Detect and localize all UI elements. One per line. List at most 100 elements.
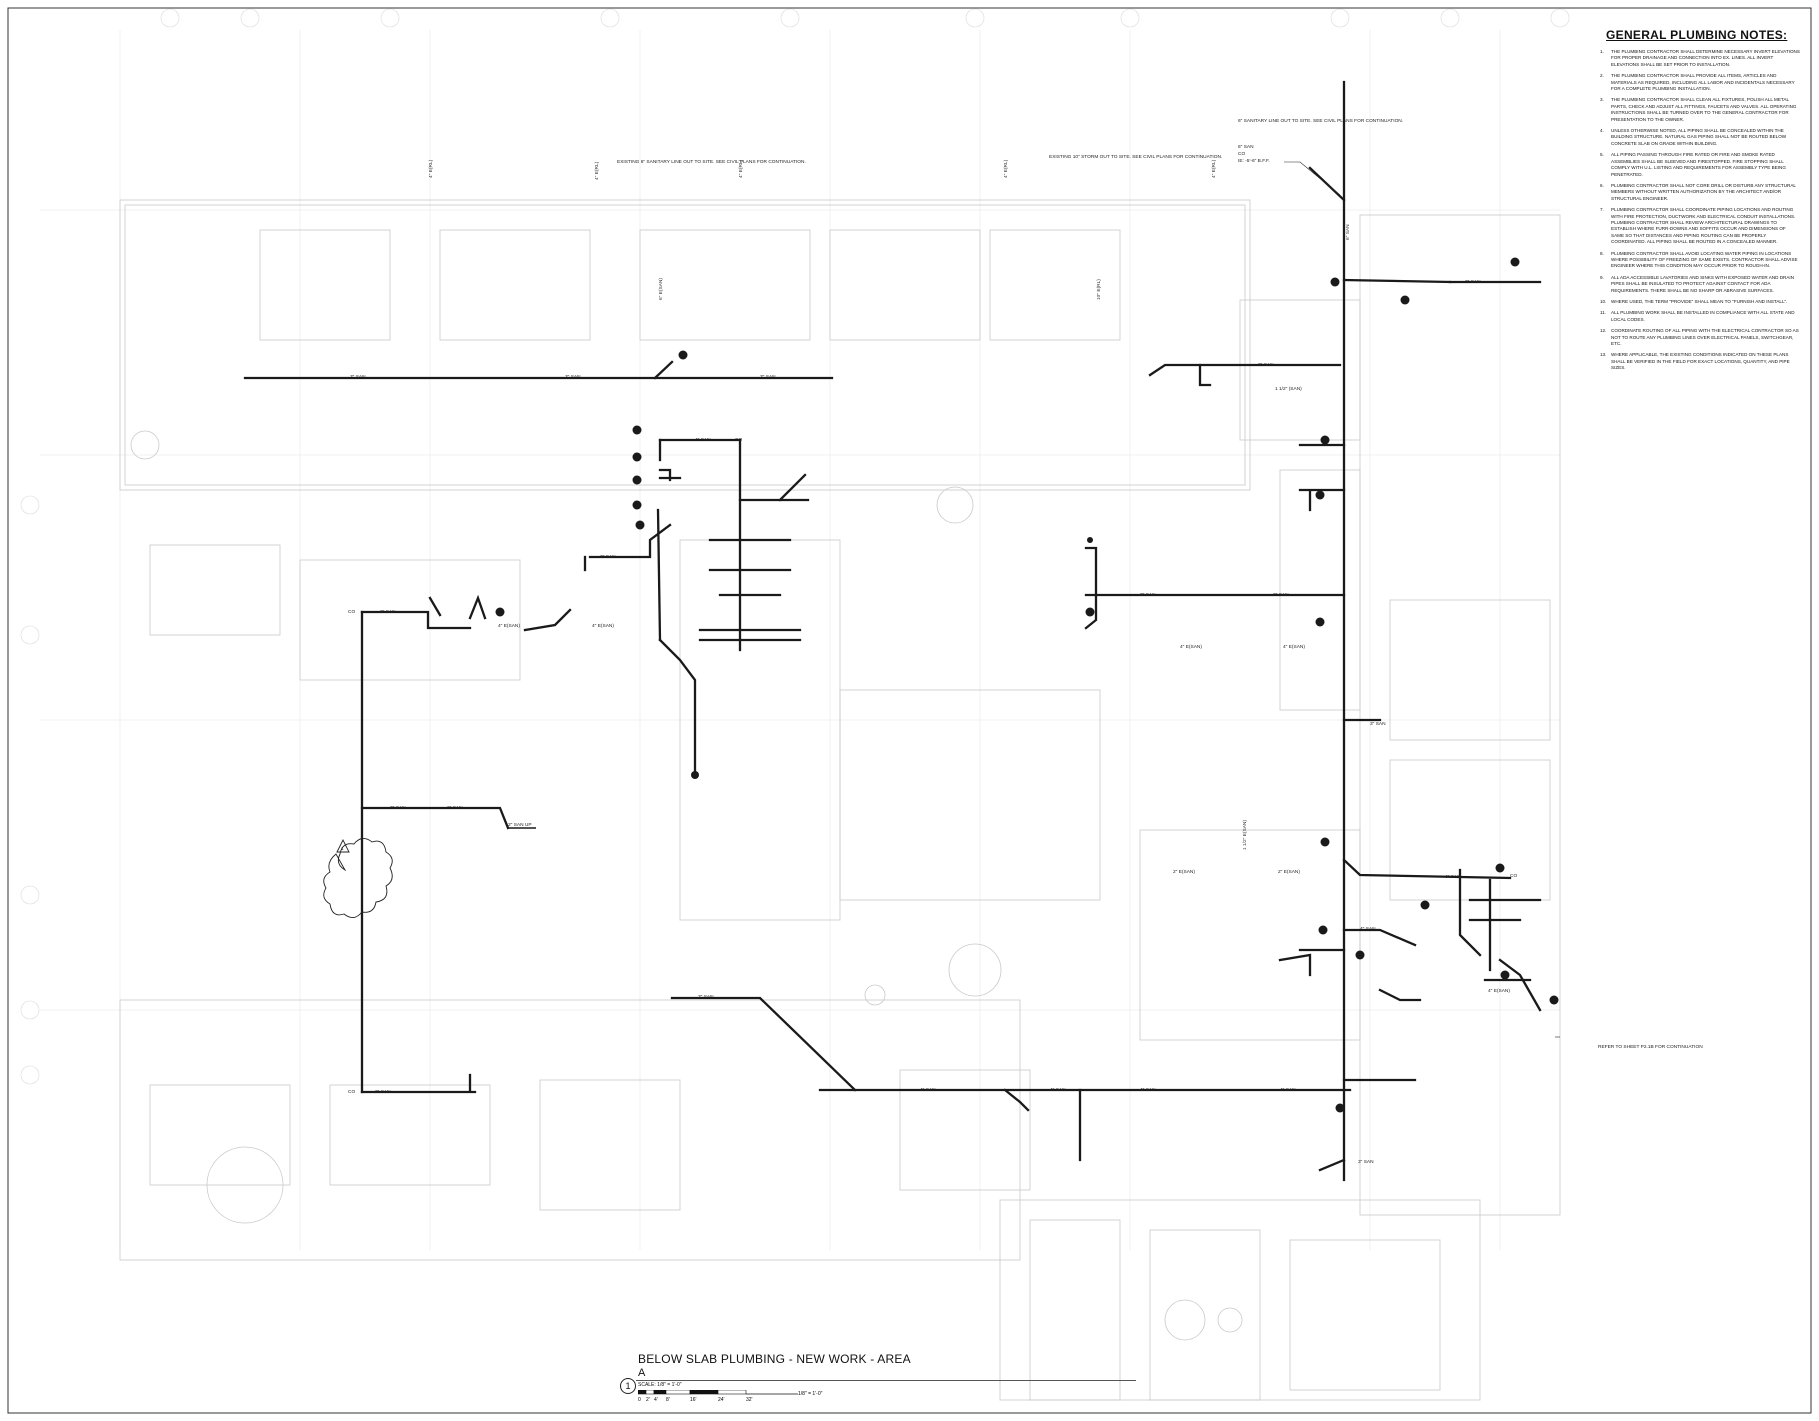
label-co-3: CO <box>348 1089 355 1095</box>
label-mid-san: 3" SAN <box>600 554 616 560</box>
revision-triangle: 1 <box>336 838 350 853</box>
label-e-san-left: 4" E(SAN) <box>498 623 520 629</box>
existing-storm-note: EXISTING 10" STORM OUT TO SITE. SEE CIVI… <box>1049 154 1222 160</box>
scale-bar-segment <box>645 1390 655 1395</box>
sanitary-piping <box>243 80 1542 1182</box>
label-e-rl-5: 4" E(RL) <box>1211 159 1217 178</box>
scale-bar-segment <box>689 1390 719 1395</box>
label-top-san-3: 3" SAN <box>760 374 776 380</box>
note-text: THE PLUMBING CONTRACTOR SHALL DETERMINE … <box>1611 49 1800 67</box>
label-bottom-san-3: 4" SAN <box>1140 1087 1156 1093</box>
note-item: 8.PLUMBING CONTRACTOR SHALL AVOID LOCATI… <box>1600 251 1800 270</box>
note-item: 4.UNLESS OTHERWISE NOTED, ALL PIPING SHA… <box>1600 128 1800 147</box>
sanitary-out-site-note: 6" SANITARY LINE OUT TO SITE. SEE CIVIL … <box>1238 118 1403 124</box>
refer-sheet-note: REFER TO SHEET P2.1B FOR CONTINUATION <box>1598 1044 1703 1050</box>
scale-bar-note: 1/8" = 1'-0" <box>798 1391 823 1397</box>
note-text: COORDINATE ROUTING OF ALL PIPING WITH TH… <box>1611 328 1799 347</box>
note-item: 6. PLUMBING CONTRACTOR SHALL NOT CORE DRI… <box>1600 183 1800 202</box>
existing-sanitary-note: EXISTING 6" SANITARY LINE OUT TO SITE. S… <box>617 159 806 165</box>
drawing-title: BELOW SLAB PLUMBING - NEW WORK - AREA <box>638 1352 911 1366</box>
label-top-san-2: 3" SAN <box>565 374 581 380</box>
scale-tick-label: 8' <box>666 1397 670 1403</box>
note-text: PLUMBING CONTRACTOR SHALL NOT CORE DRILL… <box>1611 182 1796 201</box>
scale-bar-segment <box>653 1390 667 1395</box>
scale-tick-label: 24' <box>718 1397 725 1403</box>
note-number: 11. <box>1600 310 1607 316</box>
label-e-san-2-1: 2" E(SAN) <box>1173 869 1195 875</box>
note-item: 10. WHERE USED, THE TERM "PROVIDE" SHALL … <box>1600 299 1800 305</box>
label-e-san-right-1: 4" E(SAN) <box>1180 644 1202 650</box>
scale-tick-label: 32' <box>746 1397 753 1403</box>
note-number: 12. <box>1600 328 1607 334</box>
san-6-note: 6" SAN <box>1238 144 1254 150</box>
label-e-san-2-2: 2" E(SAN) <box>1278 869 1300 875</box>
label-e-rl-3: 4" E(RL) <box>738 159 744 178</box>
label-right-san-1: 3" SAN <box>1258 362 1274 368</box>
label-bottom-san-4: 4" SAN <box>1280 1087 1296 1093</box>
label-e-rl-1: 4" E(RL) <box>428 159 434 178</box>
label-co-2: CO <box>348 609 355 615</box>
scale-tick-label: 0 <box>638 1397 641 1403</box>
note-number: 9. <box>1600 274 1604 280</box>
note-text: THE PLUMBING CONTRACTOR SHALL PROVIDE AL… <box>1611 73 1795 92</box>
note-item: 9.ALL ADA ACCESSIBLE LAVATORIES AND SINK… <box>1600 275 1800 294</box>
label-e-san-mid: 4" E(SAN) <box>592 623 614 629</box>
note-item: 12. COORDINATE ROUTING OF ALL PIPING WITH… <box>1600 328 1800 347</box>
co-note: CO <box>1238 151 1245 157</box>
label-diag-san: 3" SAN <box>698 994 714 1000</box>
scale-bar-segment <box>638 1390 647 1395</box>
plan-annotations: EXISTING 6" SANITARY LINE OUT TO SITE. S… <box>348 118 1703 1165</box>
label-bottom-san-1: 4" SAN <box>920 1087 936 1093</box>
note-number: 10. <box>1600 299 1607 304</box>
scale-bar-segment <box>717 1390 747 1395</box>
label-right-san-4: 3" SAN <box>1370 721 1386 727</box>
label-e-san-6: 6" E(SAN) <box>658 278 664 300</box>
note-item: 3.THE PLUMBING CONTRACTOR SHALL CLEAN AL… <box>1600 97 1800 123</box>
note-text: ALL PLUMBING WORK SHALL BE INSTALLED IN … <box>1611 310 1795 322</box>
note-item: 1. THE PLUMBING CONTRACTOR SHALL DETERMIN… <box>1600 49 1800 68</box>
label-e-san-right-3: 4" E(SAN) <box>1488 988 1510 994</box>
label-co-4: CO <box>1510 873 1517 879</box>
label-left-san-3: 2" SAN <box>447 805 463 811</box>
label-top-san-1: 3" SAN <box>350 374 366 380</box>
title-underline <box>636 1380 1136 1381</box>
revision-mark: 1 <box>341 846 344 852</box>
leader-lines <box>1284 161 1560 1038</box>
label-right-san-3: 3" SAN <box>1273 592 1289 598</box>
revision-cloud <box>323 838 393 918</box>
drawing-number-bubble: 1 <box>620 1378 636 1394</box>
note-text: UNLESS OTHERWISE NOTED, ALL PIPING SHALL… <box>1611 128 1787 146</box>
label-right-san-1-5: 1 1/2" (SAN) <box>1275 386 1302 392</box>
note-number: 8. <box>1600 250 1604 256</box>
label-right-san-5: 4" SAN <box>1445 874 1461 880</box>
label-left-san-2: 3" SAN <box>390 805 406 811</box>
scale-text: SCALE: 1/8" = 1'-0" <box>638 1382 682 1388</box>
scale-tick-label: 16' <box>690 1397 697 1403</box>
note-number: 13. <box>1600 352 1607 358</box>
area-letter: A <box>638 1367 646 1379</box>
note-number: 5. <box>1600 152 1604 158</box>
note-text: THE PLUMBING CONTRACTOR SHALL CLEAN ALL … <box>1611 97 1797 122</box>
label-left-san-1: 3" SAN <box>380 609 396 615</box>
note-item: 7.PLUMBING CONTRACTOR SHALL COORDINATE P… <box>1600 207 1800 245</box>
note-item: 13.WHERE APPLICABLE, THE EXISTING CONDIT… <box>1600 352 1800 371</box>
label-gi-san: 4" SAN <box>695 437 711 443</box>
label-san-up: 2" SAN UP <box>508 822 532 828</box>
label-right-san-7: 3" SAN <box>1358 1159 1374 1165</box>
label-e-rl-10: 10" E(RL) <box>1096 279 1102 300</box>
note-text: ALL PIPING PASSING THROUGH FIRE RATED OR… <box>1611 152 1786 177</box>
label-co-1: CO <box>735 437 742 443</box>
scale-tick-label: 2' <box>646 1397 650 1403</box>
elevation-note: IE: -5'-6" B.F.F. <box>1238 158 1270 164</box>
scale-bar-segment <box>665 1390 691 1395</box>
label-main-vertical: 6" SAN <box>1345 224 1351 240</box>
label-bottom-san-2: 4" SAN <box>1050 1087 1066 1093</box>
notes-title: GENERAL PLUMBING NOTES: <box>1606 28 1788 42</box>
sheet-border <box>7 7 1812 1414</box>
note-number: 6. <box>1600 182 1604 188</box>
note-text: WHERE USED, THE TERM "PROVIDE" SHALL MEA… <box>1611 299 1788 304</box>
note-number: 1. <box>1600 49 1604 54</box>
label-e-rl-2: 4" E(RL) <box>594 161 600 180</box>
